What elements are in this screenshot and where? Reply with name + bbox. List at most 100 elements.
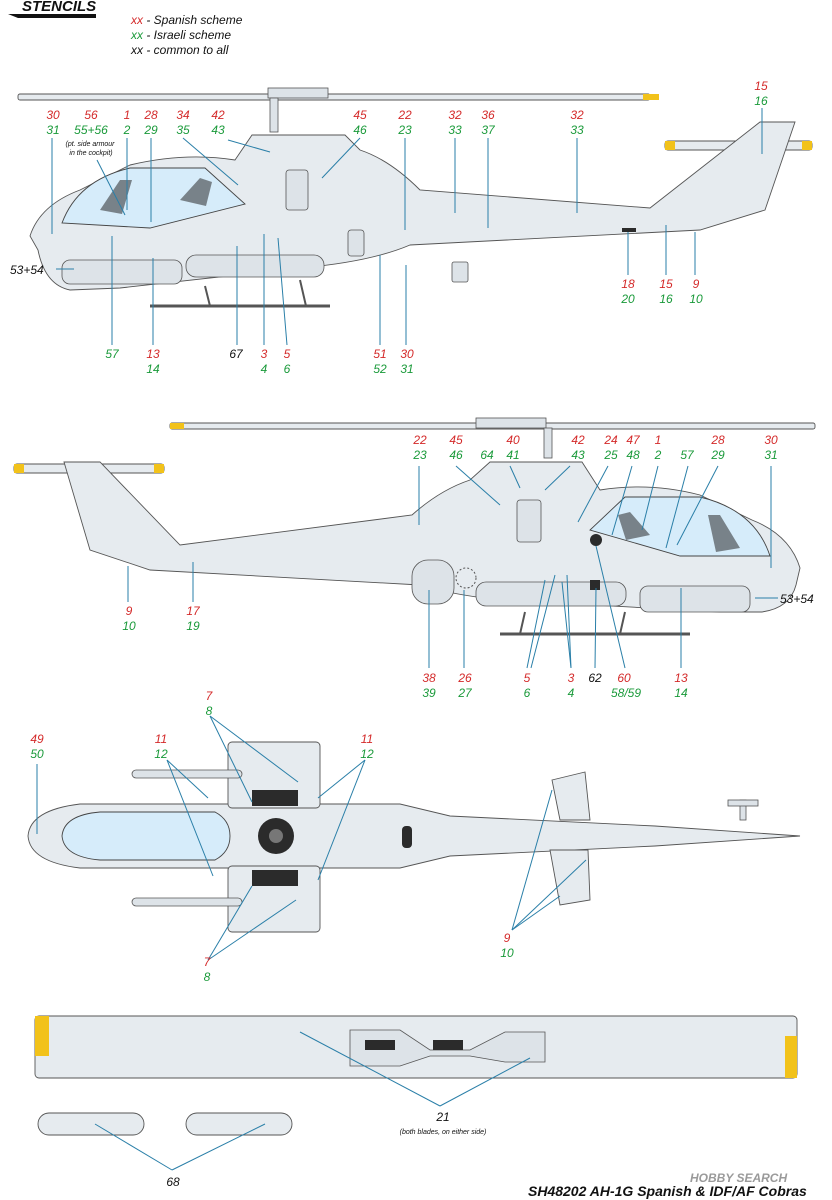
callout-green: 50 [30, 747, 44, 761]
cockpit-seats [100, 178, 212, 214]
callout-red: 3 [568, 671, 575, 685]
callout-red: 18 [621, 277, 635, 291]
callout-red: 36 [481, 108, 495, 122]
callout-green: 8 [206, 704, 213, 718]
callout-green: 31 [46, 123, 59, 137]
blade-leaders [299, 1031, 531, 1107]
gun-turret-area [61, 259, 183, 285]
marking-roundel [590, 534, 602, 546]
callout-green: 10 [122, 619, 136, 633]
tail-rotor-tip [154, 464, 164, 473]
callout-green: 20 [620, 292, 635, 306]
callout-green-only: 57 [105, 347, 120, 361]
marking [622, 228, 636, 232]
engine-intake [285, 169, 309, 211]
blade-tip [35, 1016, 49, 1056]
right-side-labels: 22 23 45 46 64 40 41 42 43 24 25 47 48 1… [122, 433, 814, 700]
stabilizer [549, 849, 591, 906]
left-side-leaders [51, 108, 763, 346]
callout-red: 45 [353, 108, 367, 122]
callout-red: 42 [211, 108, 225, 122]
callout-green: 12 [154, 747, 168, 761]
callout-red: 28 [143, 108, 158, 122]
callout-green: 55+56 [74, 123, 108, 137]
rocket-pod [37, 1112, 145, 1136]
callout-red: 22 [397, 108, 412, 122]
rotor-hub [475, 417, 547, 429]
callout-green: 31 [764, 448, 777, 462]
callout-common: 53+54 [780, 592, 814, 606]
pods-leaders [94, 1123, 266, 1171]
callout-green: 12 [360, 747, 374, 761]
callout-green: 43 [571, 448, 585, 462]
callout-red: 3 [261, 347, 268, 361]
callout-red: 40 [506, 433, 520, 447]
callout-red: 32 [448, 108, 462, 122]
callout-red: 47 [626, 433, 641, 447]
tail-skid [451, 261, 469, 283]
tail-rotor-tip [665, 141, 675, 150]
callout-green: 58/59 [611, 686, 641, 700]
callout-green: 46 [353, 123, 367, 137]
main-rotor-blade [17, 93, 651, 101]
callout-red: 24 [603, 433, 618, 447]
rotor-tip [643, 94, 659, 100]
rocket-pod-right [131, 897, 243, 907]
callout-green: 39 [422, 686, 436, 700]
callout-red: 26 [457, 671, 472, 685]
pods-view [37, 1112, 293, 1136]
cockpit-seats [618, 512, 740, 552]
canopy-top [61, 811, 231, 861]
callout-red: 51 [373, 347, 386, 361]
callout-common: 62 [588, 671, 602, 685]
callout-red: 13 [674, 671, 688, 685]
legend-common: xx - common to all [130, 43, 229, 57]
right-side-view [13, 417, 816, 636]
blade-hub [349, 1029, 546, 1067]
callout-green: 10 [689, 292, 703, 306]
ammo-door [411, 559, 455, 605]
rotor-tip [170, 423, 184, 429]
rotor-mast [543, 427, 553, 459]
callout-green: 14 [674, 686, 688, 700]
header: STENCILS xx - Spanish scheme xx - Israel… [8, 0, 243, 57]
blade-view [34, 1015, 798, 1079]
callout-green: 27 [457, 686, 473, 700]
cockpit-note: (pt. side armour in the cockpit) [66, 141, 117, 157]
tail-rotor-tip [802, 141, 812, 150]
callout-green: 35 [176, 123, 190, 137]
callout-green: 33 [448, 123, 462, 137]
callout-green: 52 [373, 362, 387, 376]
callout-red: 56 [84, 108, 98, 122]
tail-fin-top [551, 771, 591, 821]
watermark: HOBBY SEARCH [690, 1171, 787, 1185]
callout-green: 23 [412, 448, 427, 462]
left-side-labels: 30 31 56 55+56 (pt. side armour in the c… [10, 79, 768, 376]
callout-red: 1 [124, 108, 131, 122]
callout-green: 2 [123, 123, 131, 137]
callout-green: 4 [261, 362, 268, 376]
callout-green: 19 [186, 619, 200, 633]
rotor-hub [267, 87, 329, 99]
callout-green: 8 [204, 970, 211, 984]
callout-green: 33 [570, 123, 584, 137]
callout-green-only: 64 [480, 448, 494, 462]
top-view [27, 741, 801, 933]
callout-red: 9 [693, 277, 700, 291]
callout-red: 30 [400, 347, 414, 361]
callout-green: 37 [481, 123, 496, 137]
callout-green: 48 [626, 448, 640, 462]
blade-tip [785, 1036, 797, 1078]
gun-turret-area [639, 585, 751, 613]
fuel-cap [455, 567, 477, 589]
callout-red: 22 [412, 433, 427, 447]
callout-green: 41 [506, 448, 519, 462]
page-title: STENCILS [22, 0, 96, 15]
callout-green: 31 [400, 362, 413, 376]
callout-green: 16 [659, 292, 673, 306]
callout-red: 7 [204, 955, 212, 969]
callout-common: 21 [435, 1110, 449, 1124]
callout-red: 45 [449, 433, 463, 447]
callout-red: 49 [30, 732, 44, 746]
legend-spanish: xx - Spanish scheme [130, 13, 243, 27]
